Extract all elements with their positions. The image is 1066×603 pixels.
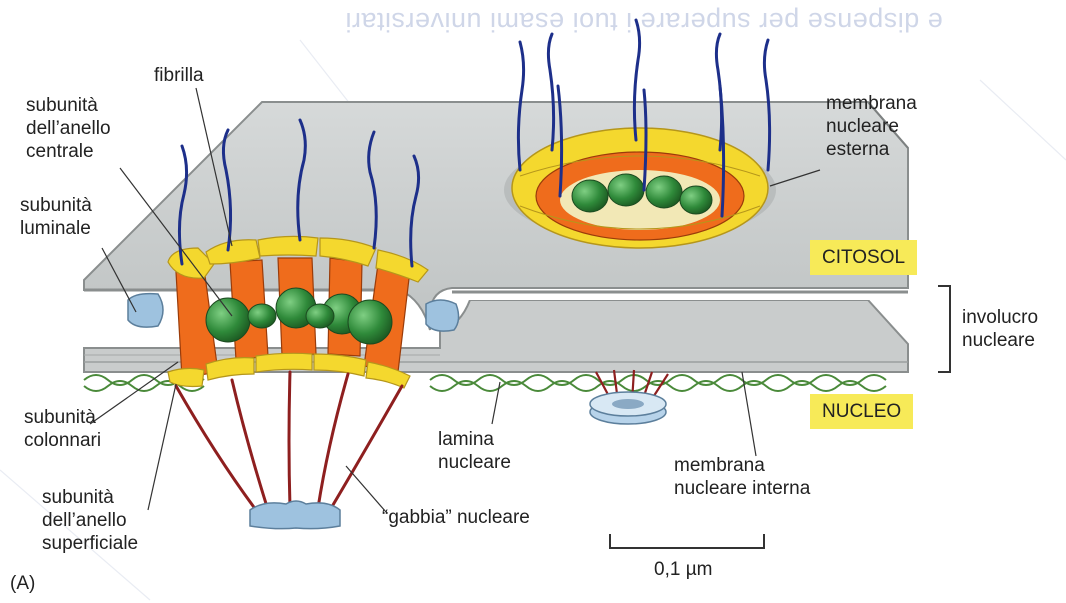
- label-envelope: involucro nucleare: [962, 306, 1038, 352]
- envelope-bracket: [938, 286, 950, 372]
- label-fibril: fibrilla: [154, 64, 204, 87]
- tag-nucleus: NUCLEO: [810, 394, 913, 429]
- basket-distal-ring: [250, 501, 340, 529]
- label-central-ring: subunità dell’anello centrale: [26, 94, 111, 163]
- label-cage: “gabbia” nucleare: [382, 506, 530, 529]
- perinuclear-space: [452, 296, 908, 300]
- nuclear-lamina: [84, 375, 886, 391]
- label-luminal: subunità luminale: [20, 194, 92, 240]
- panel-label: (A): [10, 572, 35, 595]
- tag-cytosol: CITOSOL: [810, 240, 917, 275]
- scale-bar-label: 0,1 µm: [654, 558, 712, 581]
- label-columnar: subunità colonnari: [24, 406, 101, 452]
- label-inner-membrane: membrana nucleare interna: [674, 454, 810, 500]
- scale-bar-line: [610, 534, 764, 548]
- label-lamina: lamina nucleare: [438, 428, 511, 474]
- label-surface-ring: subunità dell’anello superficiale: [42, 486, 138, 555]
- label-outer-membrane: membrana nucleare esterna: [826, 92, 917, 161]
